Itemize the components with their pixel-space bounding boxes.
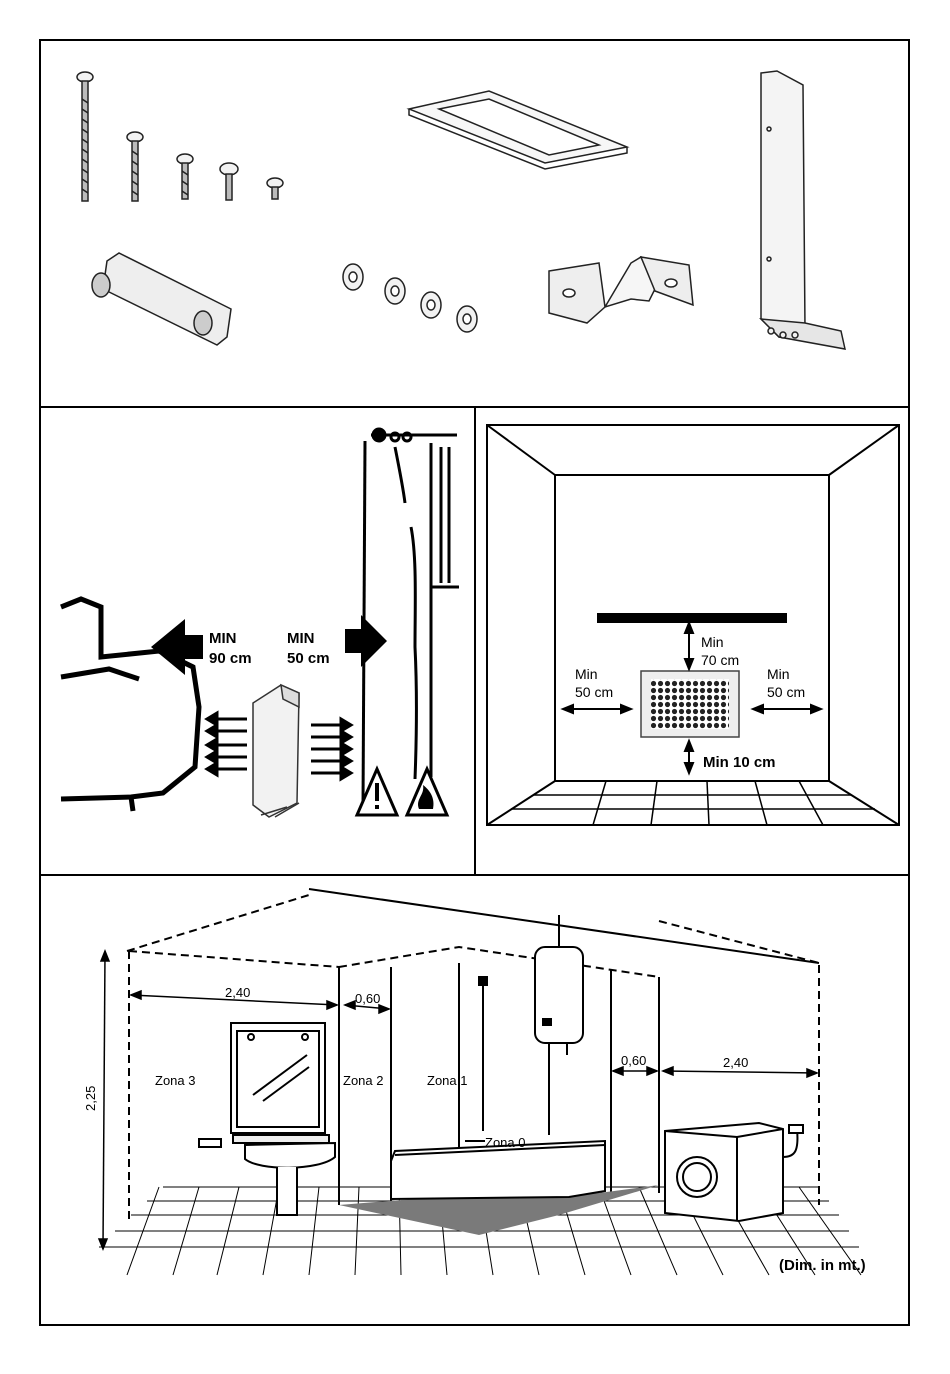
right-distance-label: 50 cm (287, 650, 330, 667)
wall-clearance-illustration: Min 70 cm Min 50 cm Min 50 cm Min 10 cm (475, 407, 910, 876)
shelf-bar (597, 613, 787, 623)
top-min-label: Min (701, 634, 724, 650)
left-min-label: Min (575, 666, 598, 682)
socket-icon (199, 1139, 221, 1147)
clearance-panel: MIN 90 cm MIN 50 cm (39, 407, 476, 876)
zone3-label: Zona 3 (155, 1073, 195, 1088)
spacer-icon (343, 264, 477, 332)
dim-right-gap: 0,60 (621, 1053, 646, 1068)
left-distance-label: 90 cm (209, 650, 252, 667)
curtain-drawing (363, 429, 459, 807)
zone2-label: Zona 2 (343, 1073, 383, 1088)
bathroom-zones-panel: 2,40 0,60 0,60 2,40 2,25 Zona 3 Zona 2 Z… (39, 875, 910, 1326)
units-note: (Dim. in mt.) (779, 1257, 866, 1274)
screw-icon (220, 163, 238, 200)
dim-left-width: 2,40 (225, 985, 250, 1000)
sink-drawing (199, 1139, 335, 1215)
right-min-label: MIN (287, 630, 315, 647)
bottom-distance-label: Min 10 cm (703, 754, 776, 771)
water-heater-drawing (535, 915, 583, 1135)
heat-arrows-left (207, 713, 247, 775)
mounting-frame (409, 91, 627, 169)
dim-height: 2,25 (83, 1086, 98, 1111)
mirror-drawing (231, 1023, 329, 1143)
right-min-label: Min (767, 666, 790, 682)
right-distance-label: 50 cm (767, 684, 805, 700)
rail-icon (92, 253, 231, 345)
heater-drawing (253, 685, 299, 817)
screw-icon (267, 178, 283, 199)
clearance-illustration: MIN 90 cm MIN 50 cm (39, 407, 476, 876)
bathroom-zones-illustration: 2,40 0,60 0,60 2,40 2,25 Zona 3 Zona 2 Z… (39, 875, 910, 1326)
zone1-label: Zona 1 (427, 1073, 467, 1088)
heater-grille (641, 671, 739, 737)
dim-right-width: 2,40 (723, 1055, 748, 1070)
z-bracket-icon (549, 257, 693, 323)
washing-machine-drawing (665, 1123, 803, 1221)
fire-warning-icon (407, 769, 447, 815)
parts-panel (39, 39, 910, 408)
bracket-icon (761, 71, 845, 349)
screw-icon (127, 132, 143, 201)
shower-drawing (465, 977, 487, 1141)
heat-arrows-right (311, 719, 351, 779)
parts-illustration (39, 39, 910, 408)
dim-left-gap: 0,60 (355, 991, 380, 1006)
top-distance-label: 70 cm (701, 652, 739, 668)
screw-icon (177, 154, 193, 199)
left-min-label: MIN (209, 630, 237, 647)
screw-icon (77, 72, 93, 201)
left-distance-label: 50 cm (575, 684, 613, 700)
zone0-label: Zona 0 (485, 1135, 525, 1150)
wall-clearance-panel: Min 70 cm Min 50 cm Min 50 cm Min 10 cm (475, 407, 910, 876)
arrow-right-icon (345, 615, 387, 667)
floor-grid (511, 781, 875, 825)
